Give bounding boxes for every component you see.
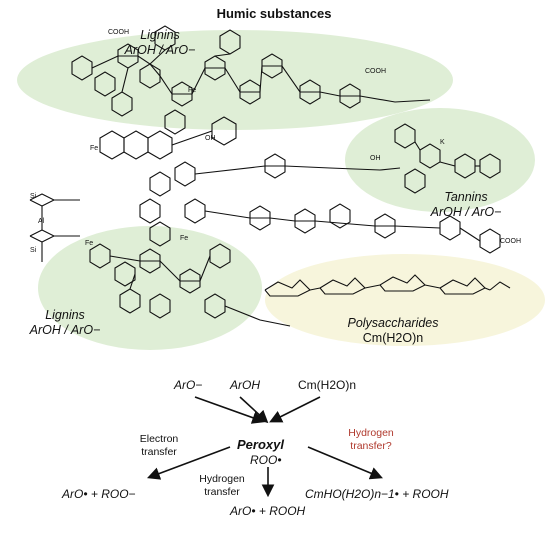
peroxyl-formula: ROO• [250, 453, 282, 467]
figure-title: Humic substances [216, 6, 332, 21]
svg-text:Fe: Fe [180, 235, 188, 242]
product-center: ArO• + ROOH [230, 504, 306, 518]
polysaccharides-name: Polysaccharides [347, 316, 439, 330]
polysaccharide-region [265, 254, 545, 346]
reactant-aro-minus: ArO− [174, 378, 203, 392]
hydrogen-transfer-question-label: Hydrogen transfer? [348, 427, 394, 452]
tannins-label: Tannins ArOH / ArO− [396, 190, 536, 220]
humic-structure-illustration: Fe K Fe Fe Fe Al Si Si OH COOH COOH OH C… [17, 25, 545, 350]
lignins-top-name: Lignins [140, 28, 180, 42]
lignins-bottom-formula: ArOH / ArO− [29, 323, 101, 337]
mechanism-arrows [147, 396, 383, 498]
peroxyl-name: Peroxyl [237, 437, 284, 452]
svg-text:Fe: Fe [188, 87, 196, 94]
reactant-aroh: ArOH [230, 378, 260, 392]
svg-text:Si: Si [30, 193, 37, 200]
svg-text:OH: OH [205, 135, 216, 142]
svg-text:COOH: COOH [500, 238, 521, 245]
lignin-bottom-region [38, 226, 262, 350]
lignins-top-label: Lignins ArOH / ArO− [90, 28, 230, 58]
svg-text:COOH: COOH [365, 68, 386, 75]
product-left: ArO• + ROO− [62, 487, 136, 501]
svg-text:Al: Al [38, 218, 45, 225]
svg-text:OH: OH [370, 155, 381, 162]
svg-text:Fe: Fe [90, 145, 98, 152]
svg-text:K: K [440, 139, 445, 146]
product-right: CmHO(H2O)n−1• + ROOH [305, 487, 449, 501]
polysaccharides-formula: Cm(H2O)n [318, 331, 468, 346]
polysaccharides-label: Polysaccharides Cm(H2O)n [318, 316, 468, 346]
tannins-formula: ArOH / ArO− [430, 205, 502, 219]
lignins-bottom-name: Lignins [45, 308, 85, 322]
electron-transfer-label: Electron transfer [139, 433, 179, 458]
hydrogen-transfer-label: Hydrogen transfer [199, 473, 245, 498]
reactant-carbohydrate: Cm(H2O)n [298, 378, 357, 392]
lignins-top-formula: ArOH / ArO− [124, 43, 196, 57]
svg-text:Fe: Fe [85, 240, 93, 247]
svg-text:Si: Si [30, 247, 37, 254]
tannins-name: Tannins [444, 190, 488, 204]
svg-text:COOH: COOH [108, 29, 129, 36]
carb-formula-text: Cm(H2O)n [362, 331, 424, 345]
lignins-bottom-label: Lignins ArOH / ArO− [0, 308, 130, 338]
